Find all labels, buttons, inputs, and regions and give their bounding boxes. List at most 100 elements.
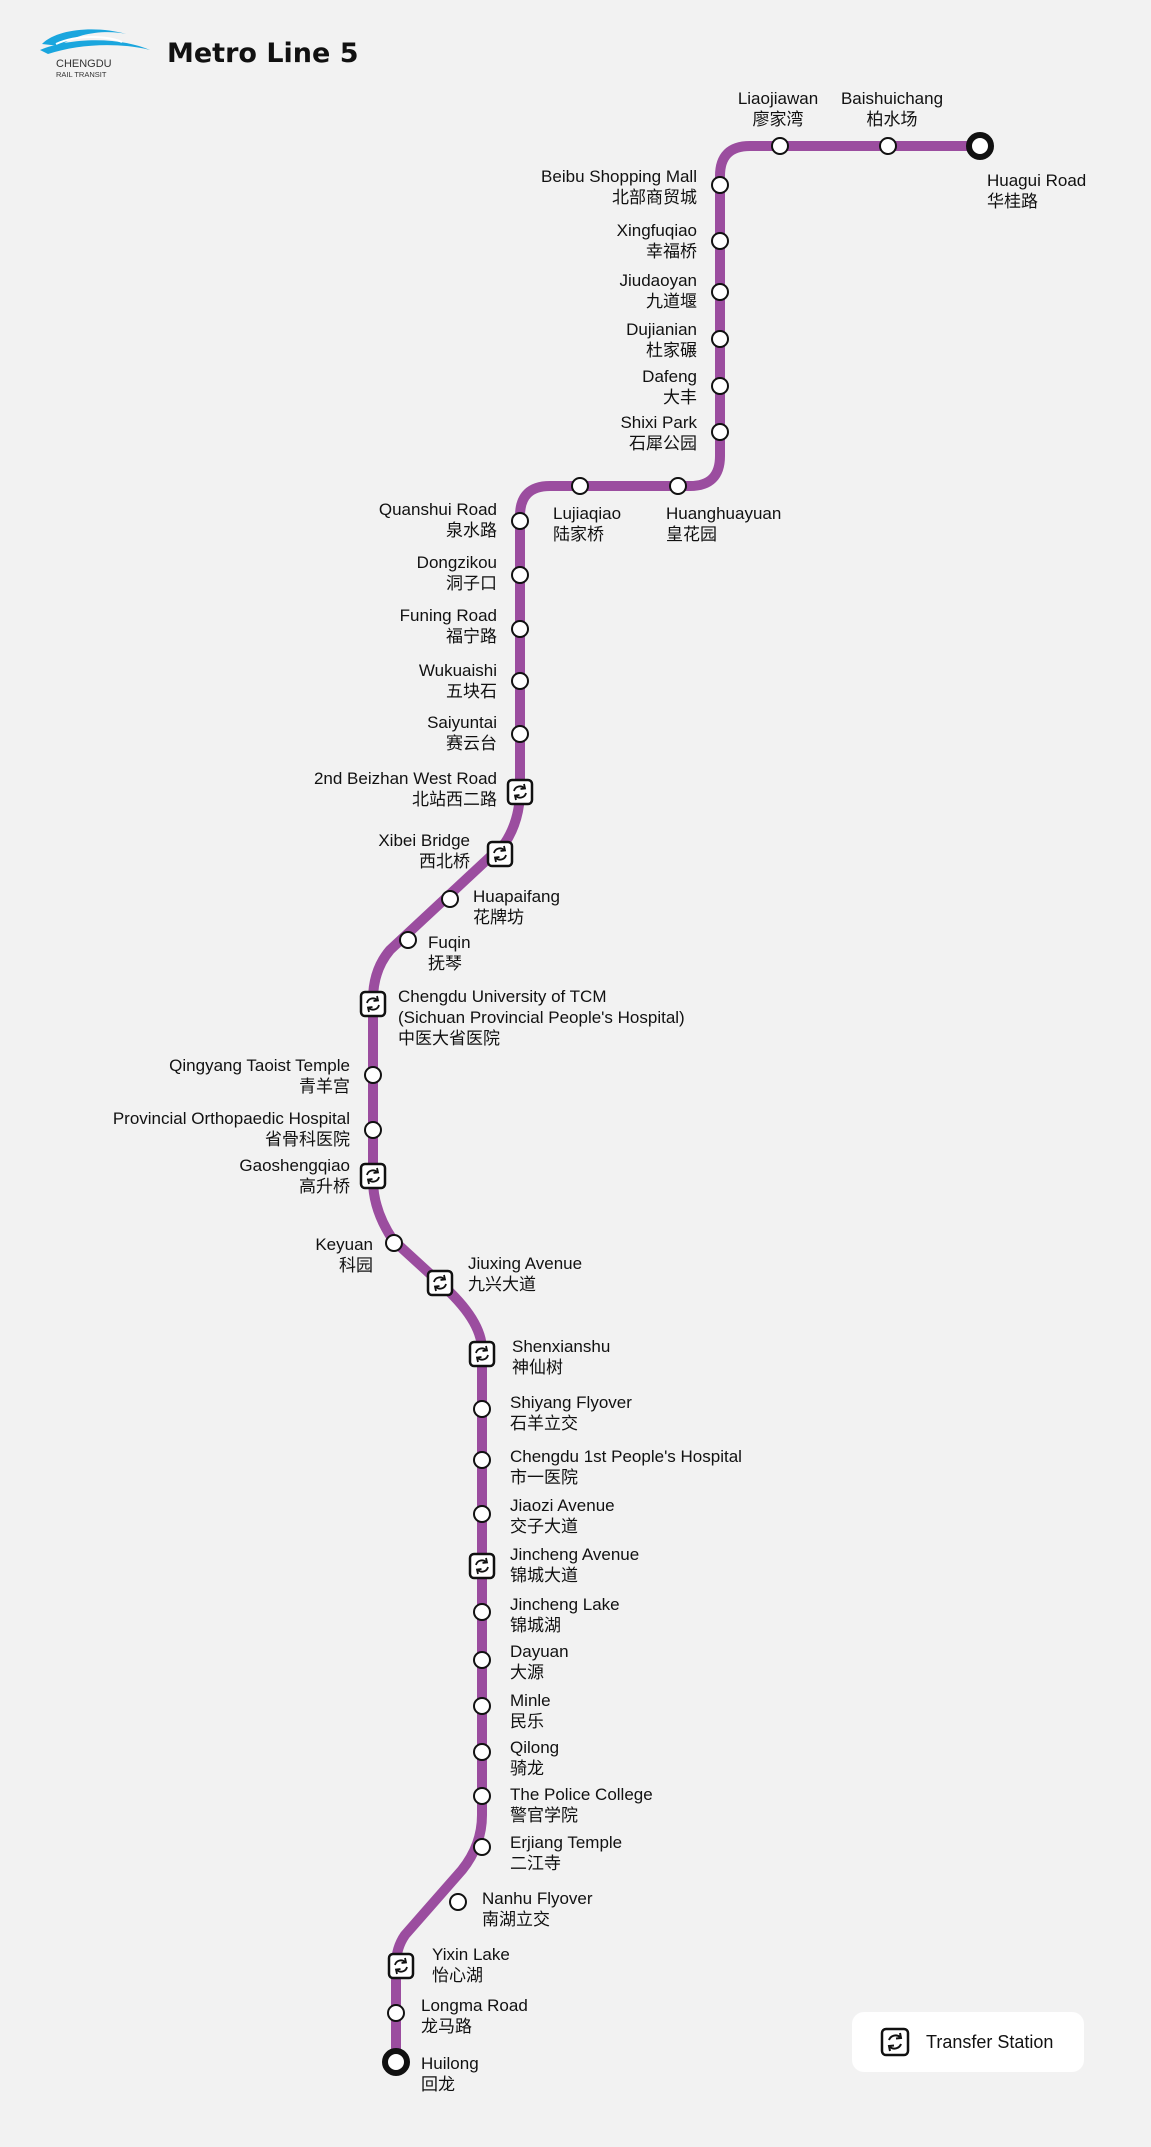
station-marker-the-police-college[interactable] (473, 1787, 491, 1805)
station-name-en-line2: (Sichuan Provincial People's Hospital) (398, 1008, 685, 1027)
station-name-en: Dayuan (510, 1642, 569, 1661)
station-marker-beibu-shopping-mall[interactable] (711, 176, 729, 194)
station-marker-shenxianshu[interactable] (468, 1340, 496, 1368)
station-marker-huanghuayuan[interactable] (669, 477, 687, 495)
station-marker-huapaifang[interactable] (441, 890, 459, 908)
station-marker-qingyang-taoist-temple[interactable] (364, 1066, 382, 1084)
station-name-en: Chengdu University of TCM (398, 987, 607, 1006)
station-marker-baishuichang[interactable] (879, 137, 897, 155)
station-label-chengdu-university-tcm[interactable]: Chengdu University of TCM (Sichuan Provin… (398, 986, 685, 1049)
station-marker-dafeng[interactable] (711, 377, 729, 395)
station-marker-quanshui-road[interactable] (511, 512, 529, 530)
station-name-en: Wukuaishi (418, 661, 497, 680)
station-name-en: Keyuan (315, 1235, 373, 1254)
station-name-zh: 幸福桥 (646, 242, 697, 261)
station-marker-jincheng-avenue[interactable] (468, 1552, 496, 1580)
station-marker-qilong[interactable] (473, 1743, 491, 1761)
station-marker-yixin-lake[interactable] (387, 1952, 415, 1980)
station-marker-dongzikou[interactable] (511, 566, 529, 584)
station-marker-nanhu-flyover[interactable] (449, 1893, 467, 1911)
legend-label: Transfer Station (926, 2031, 1054, 2052)
station-marker-chengdu-university-tcm[interactable] (359, 990, 387, 1018)
station-name-zh: 洞子口 (446, 574, 497, 593)
station-marker-liaojiawan[interactable] (771, 137, 789, 155)
station-marker-saiyuntai[interactable] (511, 725, 529, 743)
station-marker-jiudaoyan[interactable] (711, 283, 729, 301)
station-marker-dayuan[interactable] (473, 1651, 491, 1669)
station-marker-minle[interactable] (473, 1697, 491, 1715)
station-name-zh: 骑龙 (510, 1759, 544, 1778)
station-marker-shixi-park[interactable] (711, 423, 729, 441)
station-marker-provincial-orthopaedic-hospital[interactable] (364, 1121, 382, 1139)
station-marker-shiyang-flyover[interactable] (473, 1400, 491, 1418)
station-marker-huilong[interactable] (382, 2048, 410, 2076)
station-name-en: Huanghuayuan (666, 504, 782, 523)
station-marker-dujianian[interactable] (711, 330, 729, 348)
station-marker-longma-road[interactable] (387, 2004, 405, 2022)
station-name-zh: 高升桥 (299, 1177, 350, 1196)
station-name-zh: 北部商贸城 (612, 188, 697, 207)
station-marker-lujiaqiao[interactable] (571, 477, 589, 495)
station-name-en: Jincheng Avenue (510, 1545, 640, 1564)
station-marker-wukuaishi[interactable] (511, 672, 529, 690)
station-marker-fuqin[interactable] (399, 931, 417, 949)
station-name-zh: 回龙 (421, 2075, 455, 2094)
station-marker-funing-road[interactable] (511, 620, 529, 638)
station-name-zh: 廖家湾 (752, 110, 804, 129)
station-marker-2nd-beizhan-west-road[interactable] (506, 778, 534, 806)
station-marker-keyuan[interactable] (385, 1234, 403, 1252)
station-marker-huagui-road[interactable] (966, 132, 994, 160)
station-name-zh: 神仙树 (512, 1358, 563, 1377)
station-marker-jiaozi-avenue[interactable] (473, 1505, 491, 1523)
station-marker-xibei-bridge[interactable] (486, 840, 514, 868)
station-name-en: Provincial Orthopaedic Hospital (112, 1109, 350, 1128)
station-marker-xingfuqiao[interactable] (711, 232, 729, 250)
station-marker-gaoshengqiao[interactable] (359, 1162, 387, 1190)
station-name-zh: 九道堰 (646, 292, 697, 311)
station-marker-jincheng-lake[interactable] (473, 1603, 491, 1621)
station-marker-erjiang-temple[interactable] (473, 1838, 491, 1856)
station-marker-chengdu-1st-peoples-hospital[interactable] (473, 1451, 491, 1469)
station-marker-jiuxing-avenue[interactable] (426, 1269, 454, 1297)
